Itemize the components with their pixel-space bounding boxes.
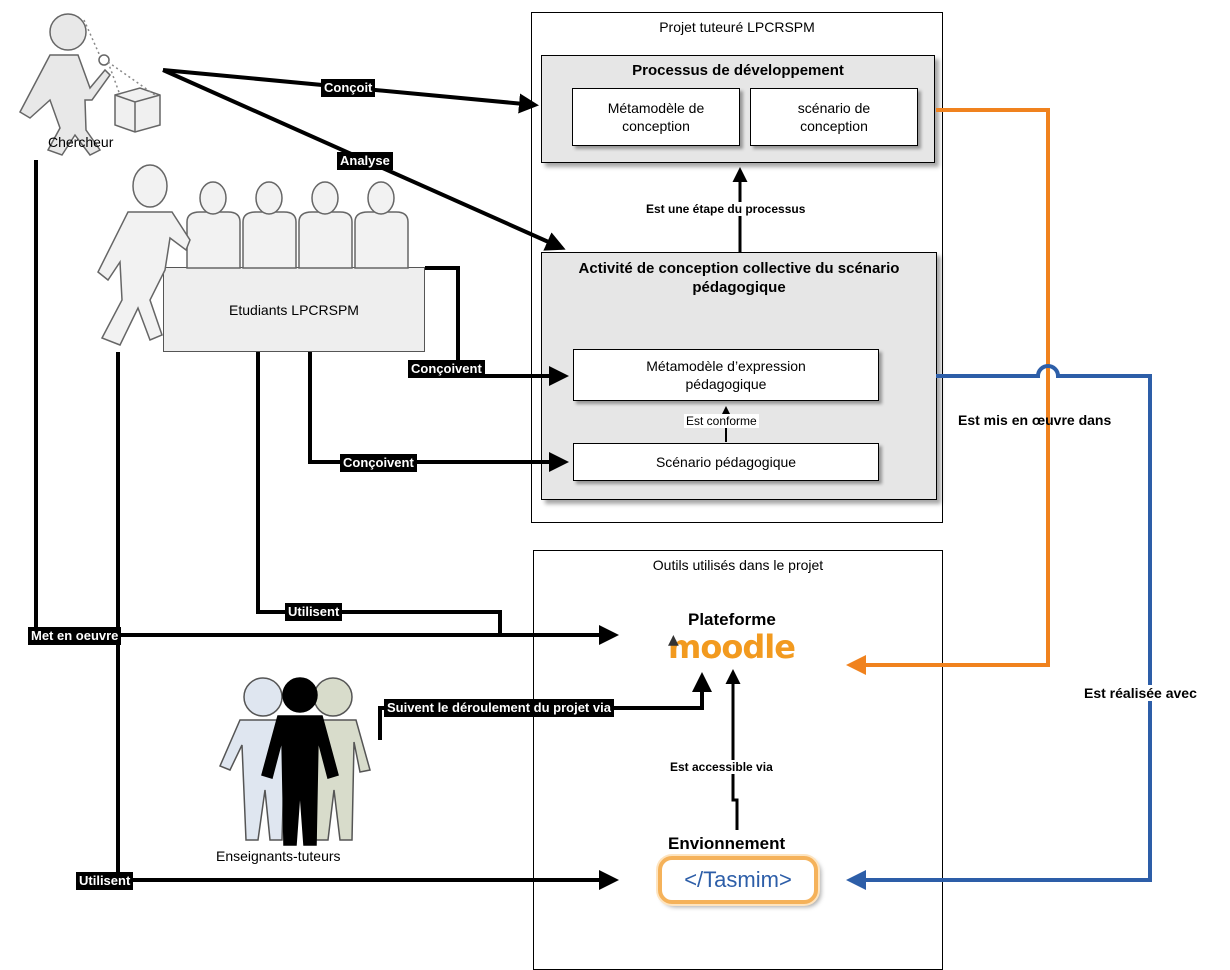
researcher-figure	[19, 13, 161, 156]
concoivent-tag-1: Conçoivent	[408, 360, 485, 378]
concoivent-tag-2: Conçoivent	[340, 454, 417, 472]
tutors-label: Enseignants-tuteurs	[216, 848, 341, 864]
mis-en-oeuvre-label: Est mis en œuvre dans	[958, 412, 1112, 428]
metamodel-box: Métamodèle de conception	[572, 88, 740, 146]
blue-connector	[846, 364, 1152, 890]
tasmim-logo-text: </Tasmim>	[684, 867, 792, 892]
concoit-tag: Conçoit	[321, 79, 376, 97]
graduation-cap-icon: ▲	[668, 632, 679, 648]
expression-metamodel-label: Métamodèle d’expression pédagogique	[646, 357, 806, 392]
tasmim-logo: </Tasmim>	[658, 856, 818, 904]
design-scenario-box: scénario de conception	[750, 88, 918, 146]
utilisent-tag-1: Utilisent	[285, 603, 343, 621]
design-scenario-label: scénario de conception	[797, 99, 871, 134]
utilisent-tag-2: Utilisent	[76, 872, 134, 890]
met-en-oeuvre-tag: Met en oeuvre	[28, 627, 122, 645]
pedagogic-scenario-box: Scénario pédagogique	[573, 443, 879, 481]
moodle-logo-text: moodle	[668, 628, 796, 666]
tutors-figures	[219, 677, 371, 846]
realisee-avec-label: Est réalisée avec	[1084, 685, 1197, 701]
environment-title: Envionnement	[668, 834, 786, 853]
step-of-process-label: Est une étape du processus	[646, 202, 806, 216]
accessible-via-label: Est accessible via	[670, 760, 773, 774]
moodle-logo: ▲ moodle	[668, 628, 796, 666]
expression-metamodel-box: Métamodèle d’expression pédagogique	[573, 349, 879, 401]
process-title: Processus de développement	[632, 62, 844, 79]
tools-frame-title: Outils utilisés dans le projet	[652, 557, 824, 573]
suivent-tag: Suivent le déroulement du projet via	[384, 699, 614, 717]
students-label: Etudiants LPCRSPM	[229, 301, 359, 318]
project-frame-title: Projet tuteuré LPCRSPM	[659, 19, 815, 35]
students-table: Etudiants LPCRSPM	[163, 267, 425, 352]
conformity-label: Est conforme	[684, 414, 759, 428]
researcher-label: Chercheur	[48, 134, 114, 150]
students-figures	[97, 164, 409, 346]
platform-title: Plateforme	[688, 610, 776, 629]
activity-title: Activité de conception collective du scé…	[578, 260, 900, 296]
metamodel-label: Métamodèle de conception	[607, 99, 705, 134]
orange-connector	[846, 108, 1050, 675]
analyse-tag: Analyse	[337, 152, 393, 170]
pedagogic-scenario-label: Scénario pédagogique	[655, 453, 797, 470]
